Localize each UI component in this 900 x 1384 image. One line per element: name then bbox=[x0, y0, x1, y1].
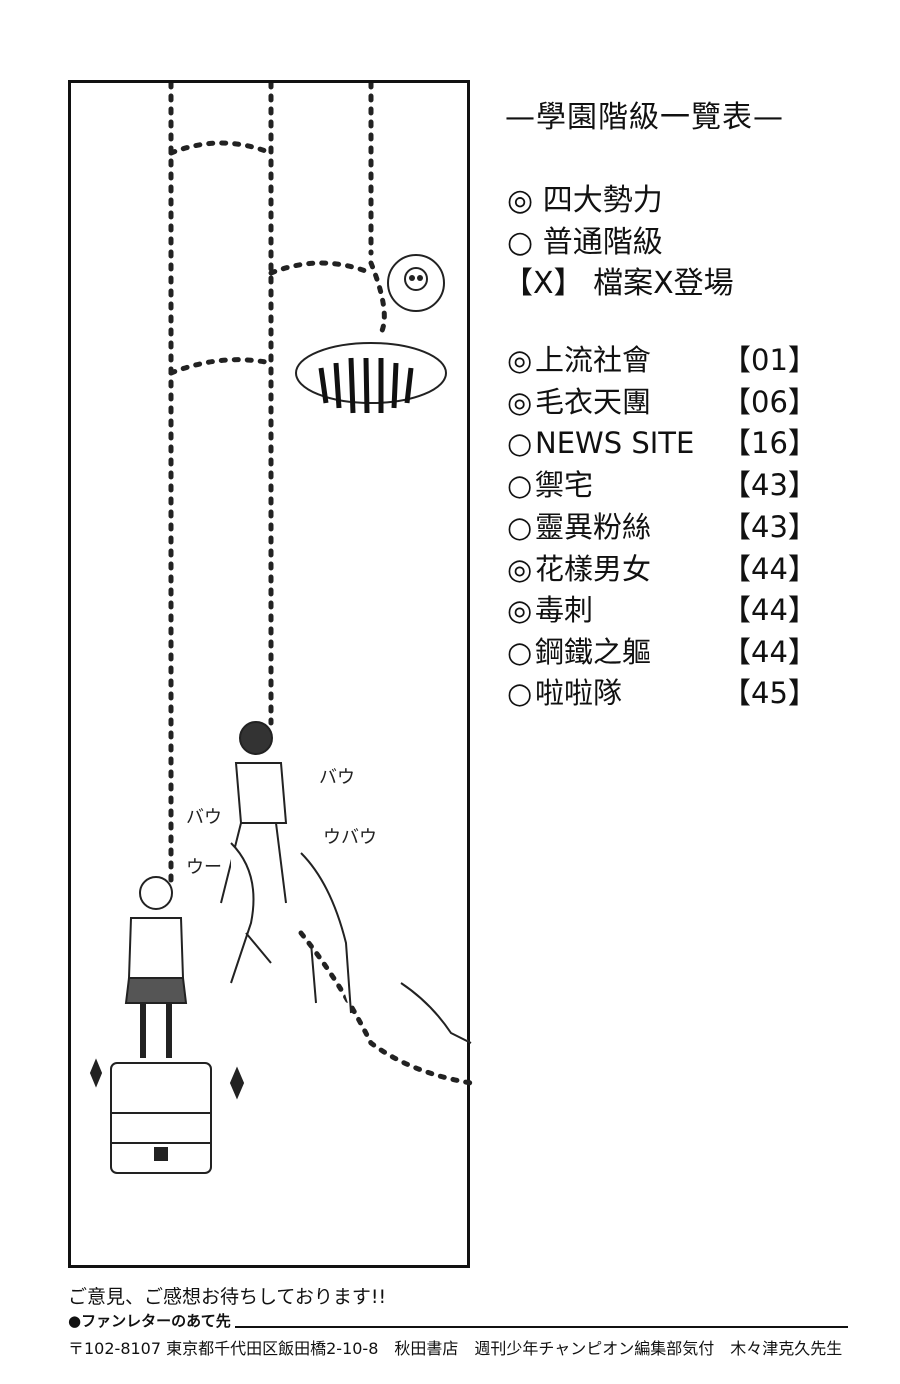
chapter-number: 【16】 bbox=[722, 426, 817, 460]
rank-marker: ○ bbox=[507, 510, 533, 544]
group-label: 靈異粉絲 bbox=[535, 510, 652, 544]
group-label: 毒刺 bbox=[535, 593, 594, 627]
rank-marker: ◎ bbox=[507, 552, 533, 586]
sound-effect: ウー bbox=[186, 857, 222, 878]
sound-effect: バウ bbox=[319, 767, 355, 788]
fan-letter-heading-row: ●ファンレターのあて先 bbox=[68, 1310, 848, 1331]
feedback-request: ご意見、ご感想お待ちしております!! bbox=[68, 1286, 387, 1308]
rank-marker: ○ bbox=[507, 635, 533, 669]
chapter-number: 【44】 bbox=[722, 635, 817, 669]
group-label: NEWS SITE bbox=[535, 426, 695, 460]
running-boy-and-dogs: バウ ウー バウ ウバウ bbox=[186, 721, 472, 1044]
mailing-address: 〒102-8107 東京都千代田区飯田橋2-10-8 秋田書店 週刊少年チャンピ… bbox=[68, 1339, 843, 1358]
chapter-number: 【44】 bbox=[722, 552, 817, 586]
list-item: ◎毒刺 【44】 bbox=[507, 590, 817, 630]
illustration-footprints-treasure: バウ ウー バウ ウバウ bbox=[89, 83, 473, 1174]
rank-marker: ◎ bbox=[507, 385, 533, 419]
legend-item: ○ 普通階級 bbox=[507, 217, 663, 261]
list-item: ○靈異粉絲 【43】 bbox=[507, 507, 817, 547]
manga-panel: バウ ウー バウ ウバウ bbox=[68, 80, 473, 1268]
chapter-number: 【45】 bbox=[722, 676, 817, 710]
chapter-number: 【43】 bbox=[722, 510, 817, 544]
rank-marker: ○ bbox=[507, 426, 533, 460]
list-item: ○啦啦隊 【45】 bbox=[507, 673, 817, 713]
group-label: 禦宅 bbox=[535, 468, 594, 502]
chapter-number: 【01】 bbox=[722, 343, 817, 377]
list-item: ○NEWS SITE 【16】 bbox=[507, 423, 817, 463]
chapter-number: 【06】 bbox=[722, 385, 817, 419]
legend-item: 【X】 檔案X登場 bbox=[503, 258, 734, 302]
group-label: 花樣男女 bbox=[535, 552, 652, 586]
group-label: 鋼鐵之軀 bbox=[535, 635, 652, 669]
legend-marker: 【X】 bbox=[503, 266, 584, 301]
legend-marker: ◎ bbox=[507, 183, 534, 218]
list-item: ◎上流社會 【01】 bbox=[507, 340, 817, 380]
group-label: 啦啦隊 bbox=[535, 676, 623, 710]
pit-hole bbox=[295, 342, 447, 414]
list-item: ◎毛衣天團 【06】 bbox=[507, 382, 817, 422]
list-item: ○鋼鐵之軀 【44】 bbox=[507, 632, 817, 672]
chapter-number: 【44】 bbox=[722, 593, 817, 627]
page-title: —學園階級一覽表— bbox=[505, 100, 784, 135]
rank-marker: ○ bbox=[507, 676, 533, 710]
sound-effect: ウバウ bbox=[323, 827, 377, 848]
list-item: ○禦宅 【43】 bbox=[507, 465, 817, 505]
divider bbox=[234, 1326, 848, 1328]
girl-on-treasure-chest bbox=[89, 876, 245, 1174]
legend-item: ◎ 四大勢力 bbox=[507, 175, 663, 219]
group-label: 上流社會 bbox=[535, 343, 652, 377]
fan-letter-heading: ●ファンレターのあて先 bbox=[68, 1312, 231, 1330]
legend-label: 普通階級 bbox=[542, 225, 663, 260]
legend-label: 檔案X登場 bbox=[593, 266, 734, 301]
list-item: ◎花樣男女 【44】 bbox=[507, 549, 817, 589]
legend-label: 四大勢力 bbox=[542, 183, 663, 218]
chapter-number: 【43】 bbox=[722, 468, 817, 502]
rank-marker: ○ bbox=[507, 468, 533, 502]
rank-marker: ◎ bbox=[507, 343, 533, 377]
group-label: 毛衣天團 bbox=[535, 385, 652, 419]
rank-marker: ◎ bbox=[507, 593, 533, 627]
sound-effect: バウ bbox=[186, 807, 222, 828]
legend-marker: ○ bbox=[507, 225, 534, 260]
skull-speech-bubble bbox=[387, 254, 445, 312]
